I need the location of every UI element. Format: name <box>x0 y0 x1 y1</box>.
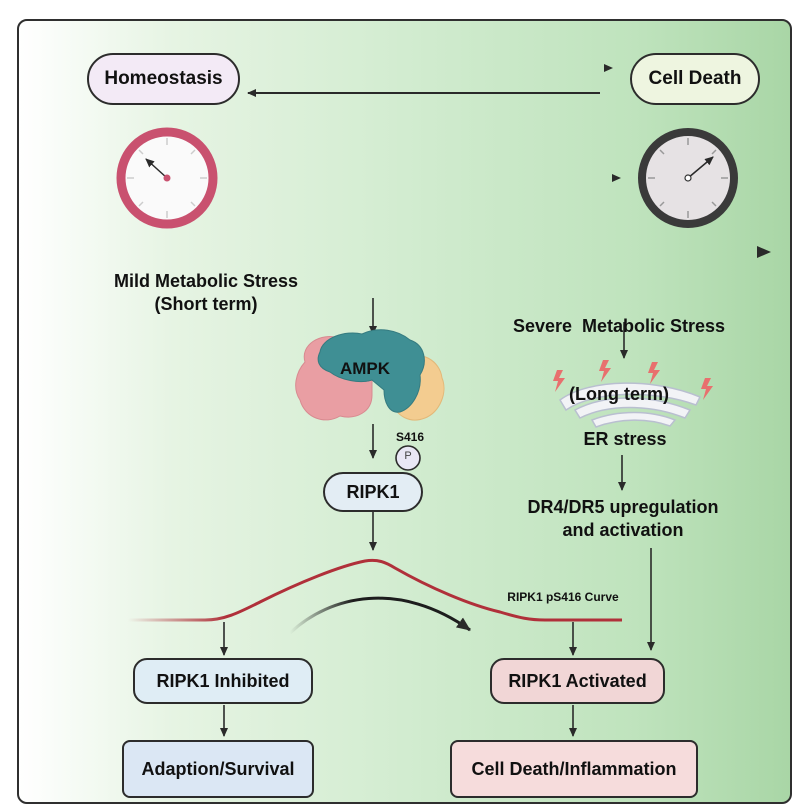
cell-death-inflammation-label: Cell Death/Inflammation <box>471 758 677 779</box>
clock-severe-icon <box>638 128 738 228</box>
dr4-dr5-label: DR4/DR5 upregulation and activation <box>488 496 758 541</box>
ripk1-inhibited-label: RIPK1 Inhibited <box>156 670 290 691</box>
severe-stress-label: Severe Metabolic Stress (Long term) <box>490 270 748 428</box>
mild-stress-title: Mild Metabolic Stress <box>113 271 299 291</box>
dr4-dr5-line2: and activation <box>562 519 684 540</box>
mild-stress-label: Mild Metabolic Stress (Short term) <box>90 270 322 315</box>
dr4-dr5-line1: DR4/DR5 upregulation <box>527 497 719 517</box>
ripk1-node: RIPK1 <box>323 472 423 512</box>
phospho-site-icon <box>395 445 421 471</box>
er-stress-label: ER stress <box>583 429 667 449</box>
lightning-bolt-icon <box>553 360 713 400</box>
ampk-protein-icon <box>295 329 445 421</box>
ripk1-activated-node: RIPK1 Activated <box>490 658 665 704</box>
s416-label: S416 <box>395 430 425 444</box>
homeostasis-node: Homeostasis <box>87 53 240 105</box>
ripk1-activated-label: RIPK1 Activated <box>508 670 647 691</box>
adaption-survival-node: Adaption/Survival <box>122 740 314 798</box>
ripk1-inhibited-node: RIPK1 Inhibited <box>133 658 313 704</box>
adaption-survival-label: Adaption/Survival <box>141 758 295 779</box>
transition-arc-arrow <box>288 596 471 635</box>
ampk-label: AMPK <box>339 359 391 378</box>
clock-mild-icon <box>116 127 218 229</box>
homeostasis-label: Homeostasis <box>104 68 223 89</box>
ripk1-ps416-curve <box>128 558 622 622</box>
phospho-label: P <box>404 450 412 462</box>
cell-death-label: Cell Death <box>648 68 742 89</box>
er-organelle-icon <box>559 382 702 428</box>
cell-death-node: Cell Death <box>630 53 760 105</box>
ripk1-label: RIPK1 <box>346 481 400 502</box>
mild-stress-sub: (Short term) <box>154 293 258 314</box>
severe-stress-title: Severe Metabolic Stress <box>512 316 726 336</box>
cell-death-inflammation-node: Cell Death/Inflammation <box>450 740 698 798</box>
severe-stress-sub: (Long term) <box>569 383 669 404</box>
curve-label: RIPK1 pS416 Curve <box>507 590 619 604</box>
